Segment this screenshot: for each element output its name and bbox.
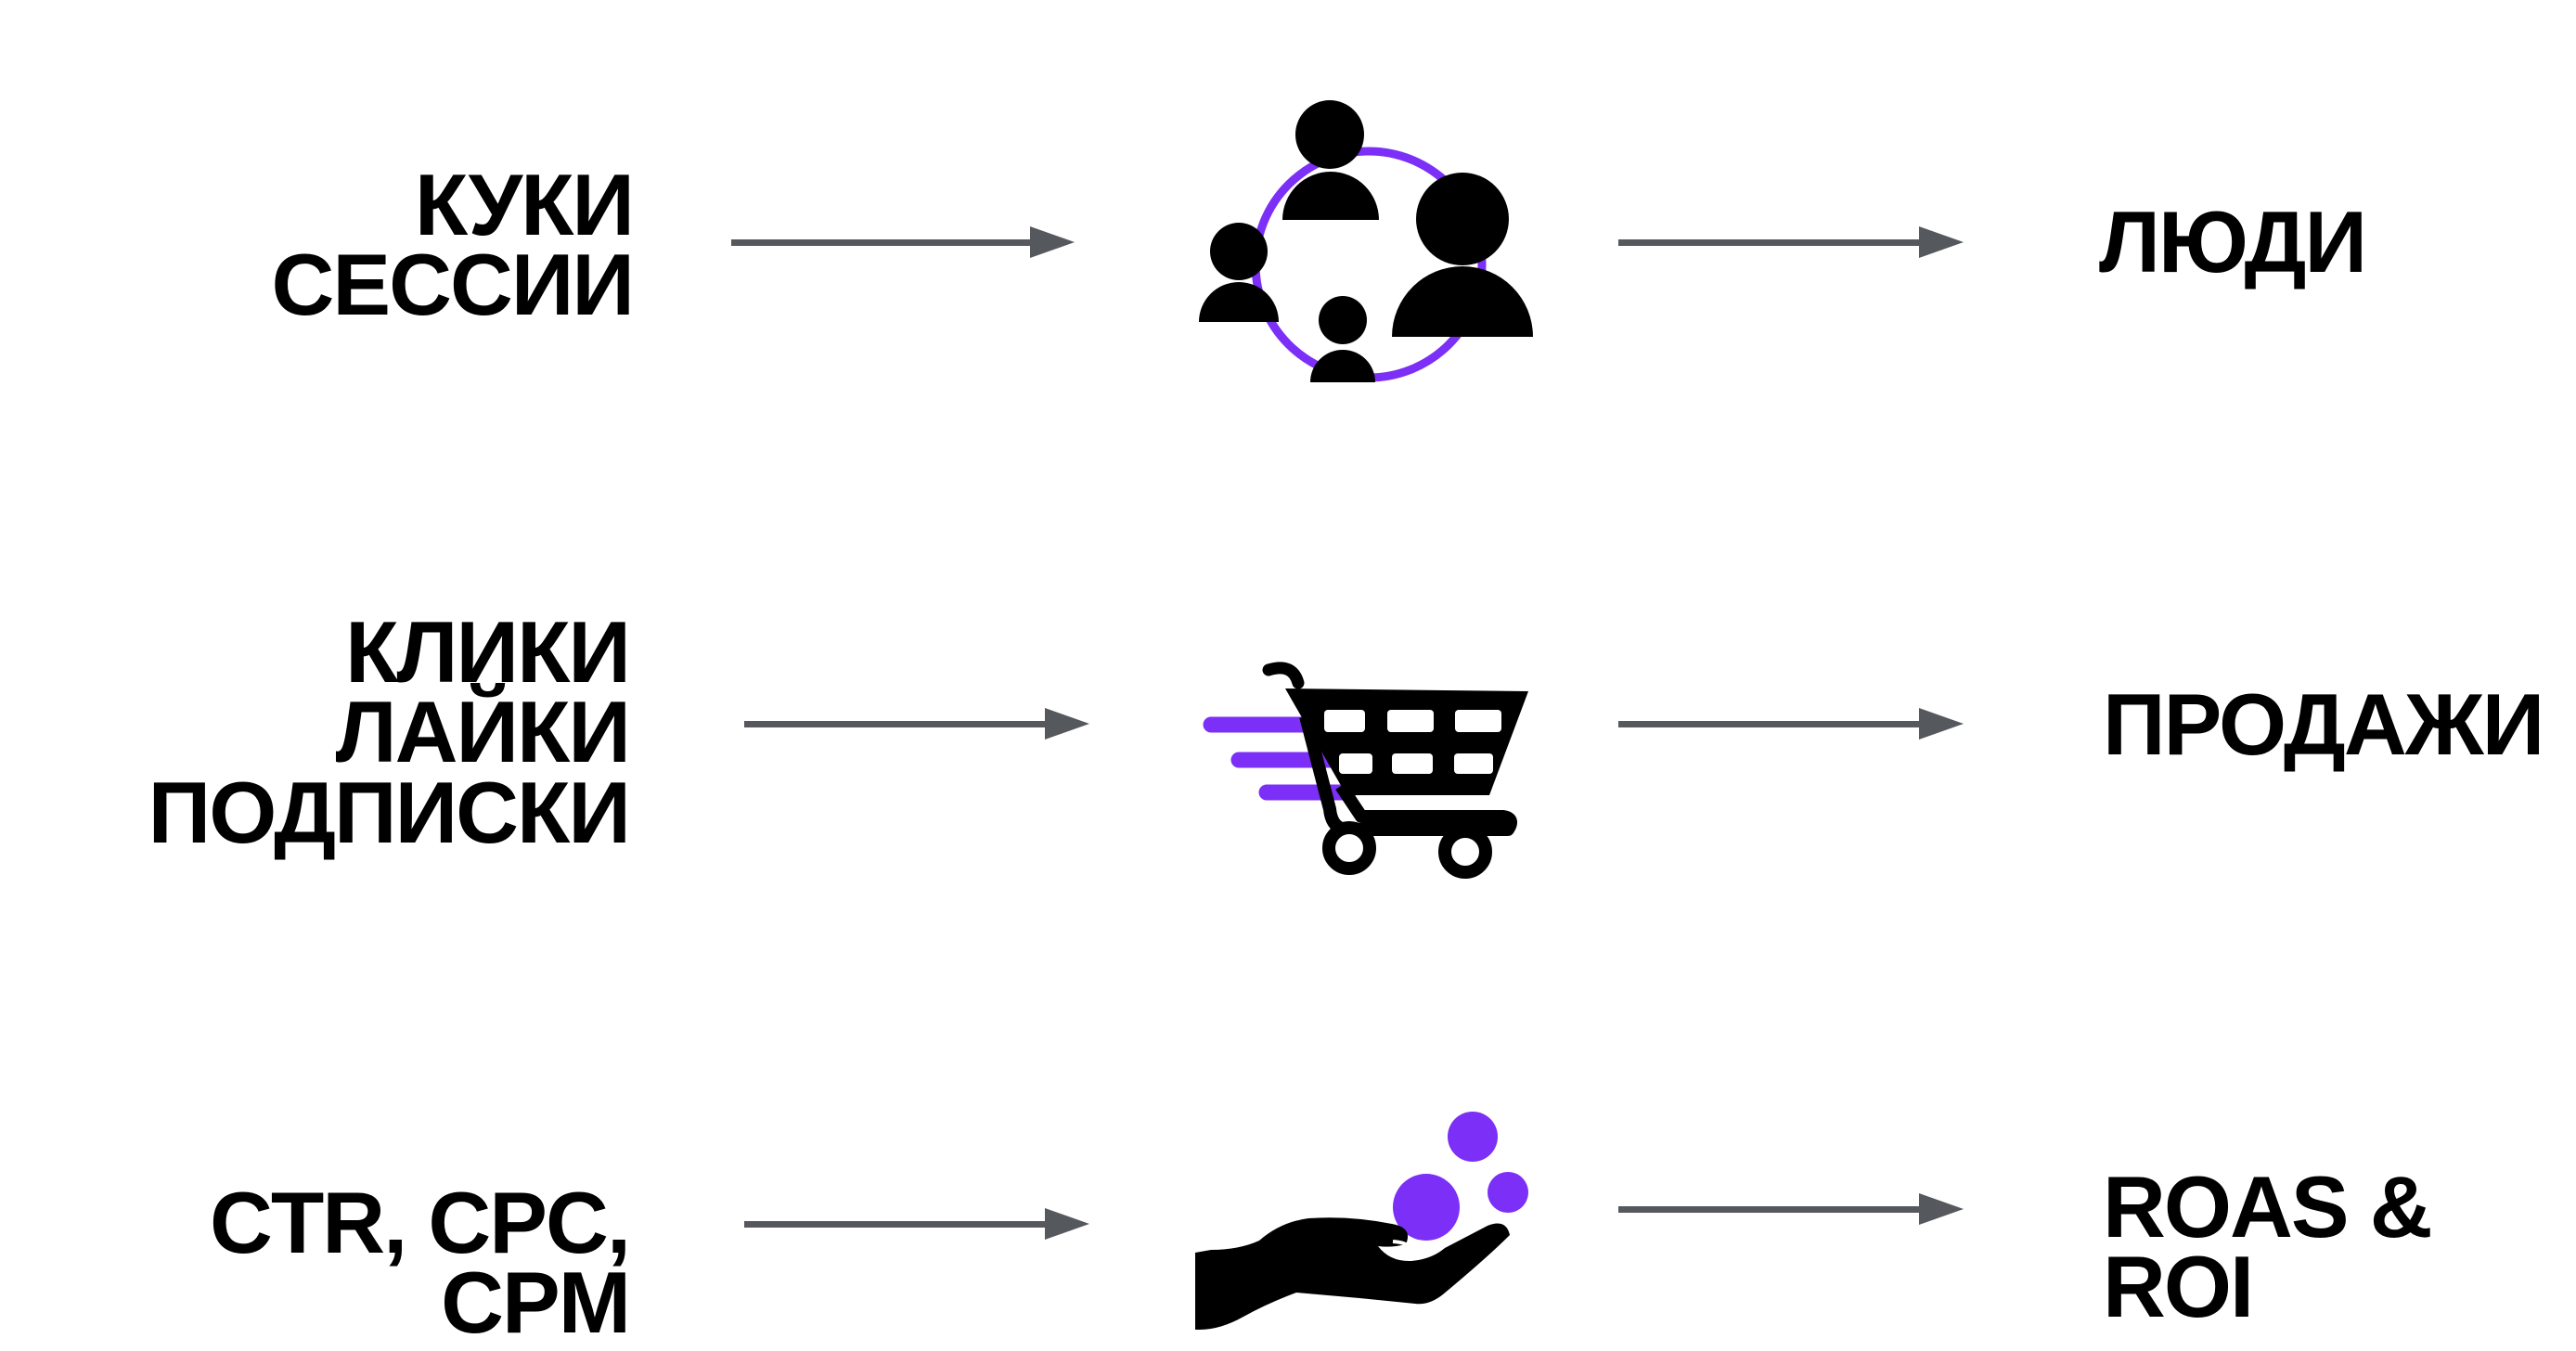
row3-inputs: CTR, CPC, CPM bbox=[0, 1174, 631, 1351]
output-label: ROAS & ROI bbox=[2103, 1158, 2433, 1336]
output-label: ЛЮДИ bbox=[2099, 193, 2367, 290]
output-label: ПРОДАЖИ bbox=[2103, 676, 2544, 773]
input-label: ЛАЙКИ bbox=[335, 683, 631, 781]
arrow-row3-out bbox=[1618, 1193, 1964, 1225]
shopping-cart-icon bbox=[1203, 662, 1528, 879]
people-network-icon bbox=[1199, 100, 1533, 382]
row1-output: ЛЮДИ bbox=[2099, 193, 2367, 290]
input-label: ПОДПИСКИ bbox=[148, 763, 631, 861]
input-label: СЕССИИ bbox=[271, 236, 635, 334]
row3-output: ROAS & ROI bbox=[2103, 1158, 2576, 1336]
arrow-row2-out bbox=[1618, 708, 1964, 740]
row2-output: ПРОДАЖИ bbox=[2103, 676, 2544, 773]
arrow-row2-in bbox=[744, 708, 1089, 740]
arrow-row3-in bbox=[744, 1208, 1089, 1240]
input-label: КЛИКИ bbox=[345, 603, 631, 701]
arrow-row1-out bbox=[1618, 226, 1964, 258]
input-label: CTR, CPC, CPM bbox=[210, 1174, 631, 1351]
row2-inputs: КЛИКИ ЛАЙКИ ПОДПИСКИ bbox=[148, 603, 631, 861]
row1-inputs: КУКИ СЕССИИ bbox=[271, 156, 635, 334]
hand-with-coins-icon bbox=[1195, 1112, 1528, 1330]
input-label: КУКИ bbox=[414, 156, 635, 253]
arrow-row1-in bbox=[731, 226, 1075, 258]
